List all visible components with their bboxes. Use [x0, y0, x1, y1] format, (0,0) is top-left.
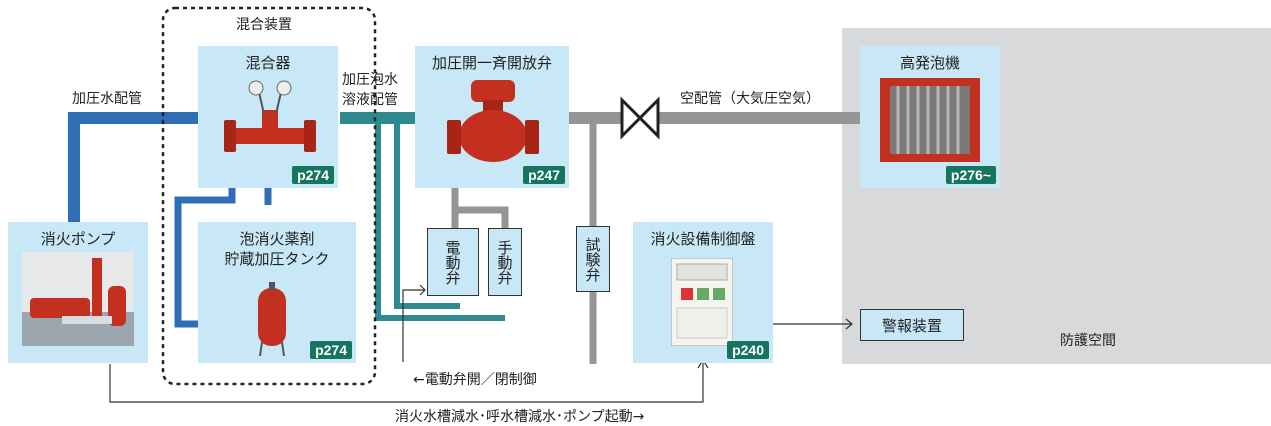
pump-signal-label: 消火水槽減水･呼水槽減水･ポンプ起動→: [395, 409, 645, 425]
mixing-device-boundary: [161, 6, 377, 386]
water-pipe: [68, 112, 205, 222]
control-panel-component: 消火設備制御盤 p240: [633, 222, 773, 363]
mixer-component: 混合器 p274: [198, 46, 338, 188]
mixer-title: 混合器: [245, 54, 291, 72]
foam-generator-title: 高発泡機: [899, 54, 960, 72]
valve-control-line: [402, 284, 426, 362]
tank-page-tag: p274: [310, 341, 352, 359]
pump-image: [22, 252, 134, 346]
valve-control-signal-label: ←電動弁開／閉制御: [413, 372, 537, 388]
tank-title-line2: 貯蔵加圧タンク: [224, 250, 330, 268]
pump-component: 消火ポンプ: [8, 222, 148, 363]
valve-title: 加圧開一斉開放弁: [431, 54, 552, 72]
tank-title-line1: 泡消火薬剤: [239, 230, 315, 248]
mixer-image: [224, 80, 316, 152]
air-pipe-label: 空配管（大気圧空気）: [680, 91, 820, 107]
foam-solution-pipe-label-1: 加圧泡水: [342, 72, 398, 88]
tank-component: 泡消火薬剤 貯蔵加圧タンク p274: [198, 222, 356, 363]
control-panel-image: [671, 258, 733, 346]
mixing-device-label: 混合装置: [236, 17, 292, 33]
foam-bypass-pipe: [394, 118, 460, 309]
stop-valve-icon: [620, 96, 660, 140]
foam-bypass-pipe-2: [375, 118, 505, 321]
alarm-device: 警報装置: [860, 309, 964, 341]
electric-valve: 電動弁: [427, 228, 479, 296]
foam-generator-component: 高発泡機 p276~: [860, 46, 1000, 188]
manual-valve: 手動弁: [488, 228, 522, 296]
control-panel-title: 消火設備制御盤: [650, 230, 756, 248]
pump-signal-line: [109, 362, 704, 403]
test-valve: 試験弁: [576, 226, 610, 292]
foam-generator-page-tag: p276~: [945, 166, 996, 184]
valve-component: 加圧開一斉開放弁 p247: [415, 46, 569, 188]
protected-space-label: 防護空間: [1060, 333, 1116, 349]
alarm-signal-line: [772, 318, 853, 330]
water-pipe-to-tank: [174, 188, 236, 328]
valve-image: [447, 80, 539, 162]
pump-title: 消火ポンプ: [40, 230, 116, 248]
pressurized-water-pipe-label: 加圧水配管: [72, 91, 142, 107]
tank-image: [258, 282, 286, 357]
mixer-page-tag: p274: [292, 166, 334, 184]
control-panel-page-tag: p240: [727, 341, 769, 359]
valve-bypass-pipe: [451, 188, 509, 228]
foam-solution-pipe-label-2: 溶液配管: [342, 92, 398, 108]
valve-page-tag: p247: [523, 166, 565, 184]
foam-generator-image: [880, 78, 980, 162]
